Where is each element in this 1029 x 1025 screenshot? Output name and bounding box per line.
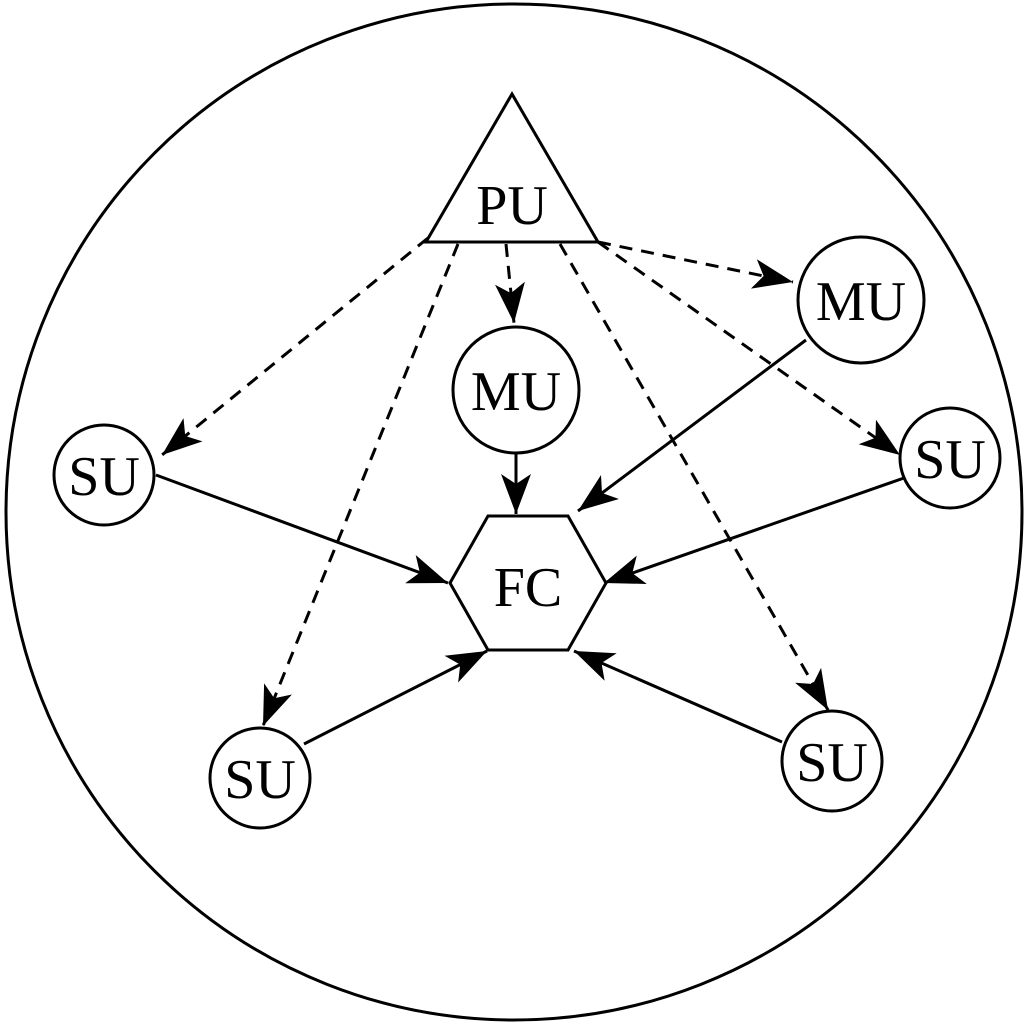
node-su-bottom-left: SU bbox=[208, 726, 312, 830]
node-fc-label: FC bbox=[494, 557, 563, 619]
node-mu-center: MU bbox=[451, 325, 581, 455]
node-pu-label: PU bbox=[476, 175, 548, 237]
node-su-bottom-left-label: SU bbox=[224, 749, 296, 811]
edges-layer bbox=[155, 236, 905, 746]
node-su-left: SU bbox=[52, 423, 156, 527]
edge-su2-to-fc bbox=[303, 649, 488, 746]
node-pu: PU bbox=[423, 91, 601, 244]
edge-pu-to-su1 bbox=[161, 236, 429, 457]
edge-su3-to-fc bbox=[603, 476, 905, 585]
edge-pu-to-su2 bbox=[261, 243, 460, 727]
node-mu-center-label: MU bbox=[471, 361, 561, 423]
edge-su1-to-fc bbox=[155, 473, 449, 585]
edge-pu-to-mu2 bbox=[597, 240, 794, 289]
edge-pu-to-mu1 bbox=[495, 243, 525, 324]
node-su-right-label: SU bbox=[914, 429, 986, 491]
node-fc: FC bbox=[448, 514, 608, 652]
node-su-bottom-right: SU bbox=[780, 709, 884, 813]
edge-su4-to-fc bbox=[573, 649, 783, 744]
edge-pu-to-su4 bbox=[597, 240, 901, 457]
node-su-bottom-right-label: SU bbox=[796, 732, 868, 794]
edge-mu2-to-fc bbox=[577, 338, 807, 513]
boundary-circle bbox=[4, 2, 1024, 1022]
node-mu-right-label: MU bbox=[816, 271, 906, 333]
node-su-right: SU bbox=[898, 406, 1002, 510]
edge-pu-to-su3 bbox=[558, 243, 830, 711]
node-su-left-label: SU bbox=[68, 446, 140, 508]
node-mu-right: MU bbox=[796, 235, 926, 365]
